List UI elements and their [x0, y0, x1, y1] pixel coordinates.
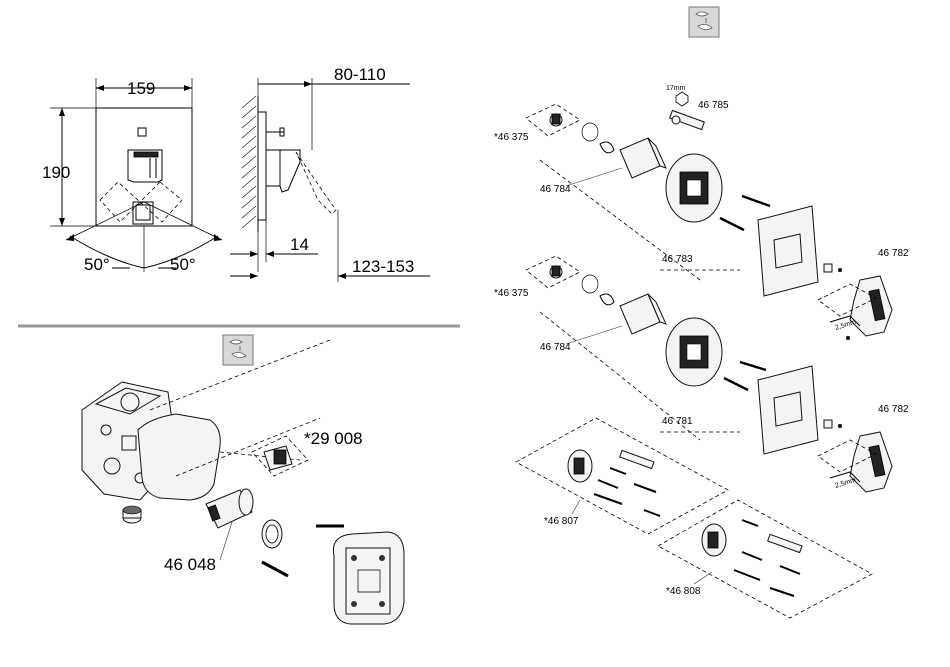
- handle-ref-a-label: 46 782: [878, 248, 909, 259]
- hex-key-a-label: 2,5mm: [834, 319, 857, 332]
- kit-46807: *46 807: [516, 418, 728, 534]
- set-b-ref-label: *46 375: [494, 288, 529, 299]
- set-a-ref-label: *46 375: [494, 132, 529, 143]
- angle-right-label: 50°: [170, 255, 196, 274]
- wrench-size-label: 17mm: [666, 85, 686, 92]
- angle-left-label: 50°: [84, 255, 110, 274]
- plate-depth-dimension: 14: [290, 235, 309, 254]
- kit-ref-a-label: *46 807: [544, 516, 579, 527]
- side-view: 80-110 14 123-153: [230, 65, 430, 282]
- faceplate-outline: [96, 108, 192, 226]
- lever-handle-side: [280, 150, 300, 192]
- spare-parts-set-b: *46 375 46 784 46 781 46 782 2,5mm: [494, 256, 909, 492]
- cartridge-ref-label: *29 008: [304, 429, 363, 448]
- spindle-ref-label: 46 785: [698, 100, 729, 111]
- escutcheon-ref-a-label: 46 783: [662, 254, 693, 265]
- body-ref-label: 46 048: [164, 555, 216, 574]
- height-dimension: 190: [42, 163, 70, 182]
- spare-parts-set-a: *46 375 46 784 17mm 46 785 46 783 4: [494, 85, 909, 340]
- projection-dimension: 80-110: [334, 65, 386, 84]
- installation-body-illustration: *29 008 46 048: [82, 340, 404, 624]
- hex-key-b-label: 2,5mm: [834, 477, 857, 490]
- kit-ref-b-label: *46 808: [666, 586, 701, 597]
- handle-ref-b-label: 46 782: [878, 404, 909, 415]
- diverter-function-icon: [689, 7, 719, 37]
- kit-46808: *46 808: [658, 500, 872, 618]
- width-dimension: 159: [127, 79, 155, 98]
- install-depth-dimension: 123-153: [352, 257, 414, 276]
- diverter-function-icon: [223, 335, 253, 365]
- front-view: 159 190 50° 50°: [42, 78, 222, 274]
